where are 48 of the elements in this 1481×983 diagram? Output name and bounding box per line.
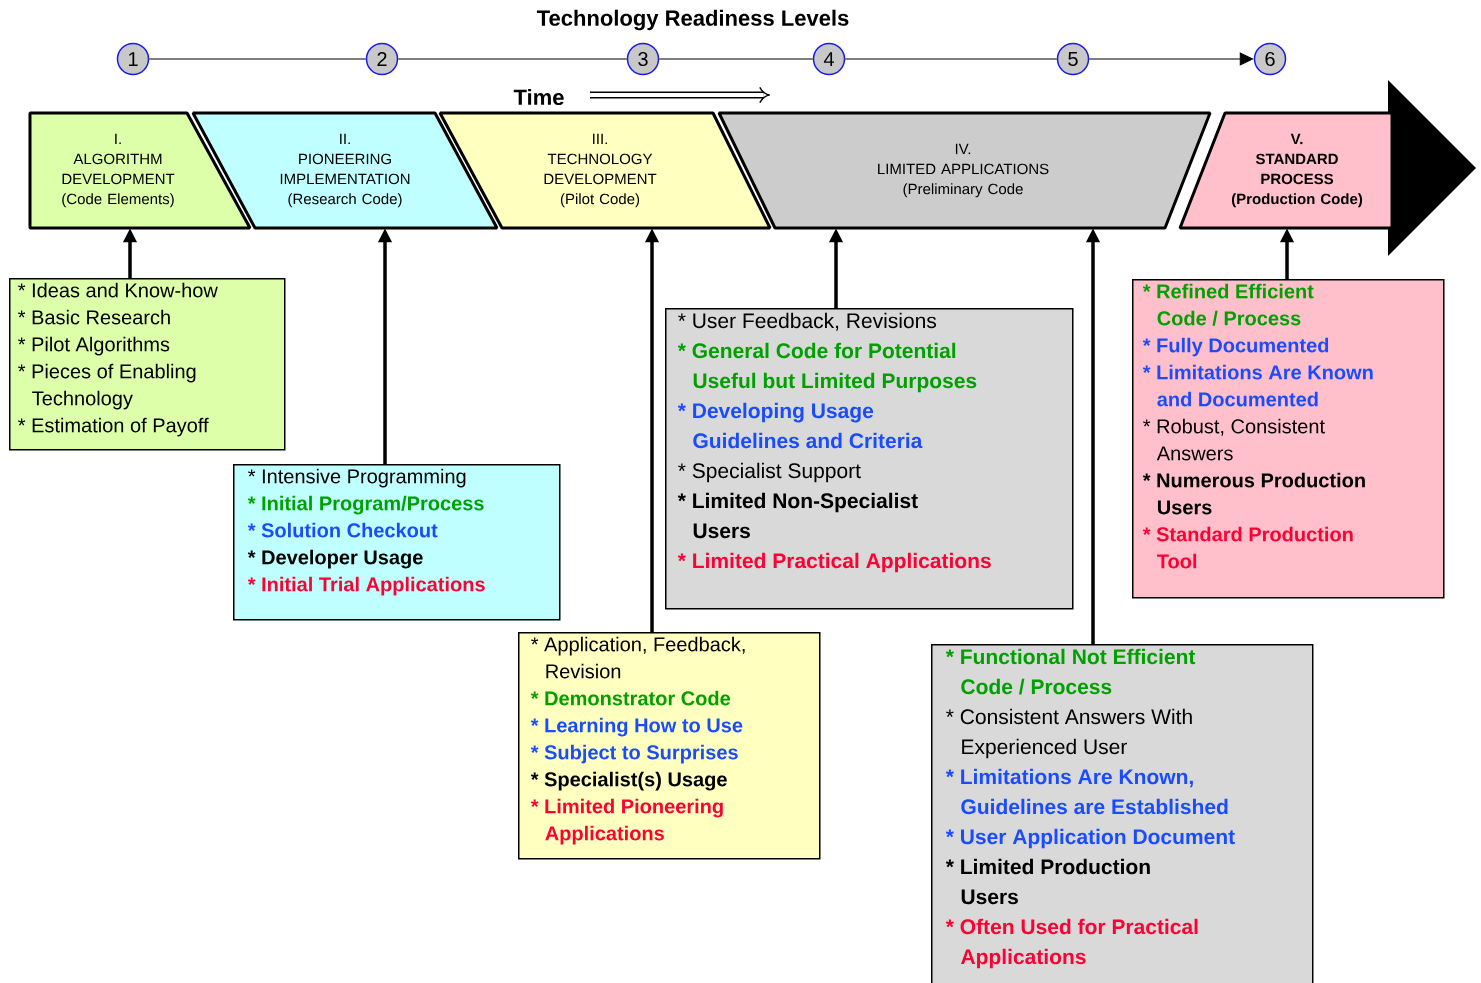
list-item: * User Feedback, Revisions <box>678 312 937 331</box>
list-item: * Pilot Algorithms <box>18 336 170 356</box>
list-item: * Pieces of Enabling Technology <box>18 363 196 410</box>
list-item: * Limited Production Users <box>945 858 1150 905</box>
list-item: * Specialist Support <box>678 462 861 483</box>
list-item: * Consistent Answers With Experienced User <box>946 708 1192 759</box>
list-item: * Fully Documented <box>1142 337 1329 357</box>
title: Technology Readiness Levels <box>536 9 849 31</box>
list-item: * Subject to Surprises <box>530 744 738 764</box>
list-item: * Refined Efficient Code / Process <box>1142 283 1314 326</box>
note-box <box>233 464 561 621</box>
list-item: * Solution Checkout <box>247 522 438 538</box>
note-box <box>518 632 821 860</box>
list-item: * Estimation of Payoff <box>18 417 209 437</box>
list-item: * Developer Usage <box>247 549 423 569</box>
list-item: * Intensive Programming <box>248 468 466 488</box>
list-item: * Learning How to Use <box>530 717 743 737</box>
phase-band: V. STANDARD PROCESS (Production Code) <box>1178 111 1394 230</box>
phase-band: II. PIONEERING IMPLEMENTATION (Research Code) <box>191 111 499 230</box>
list-item: * Numerous Production Users <box>1142 472 1365 515</box>
list-item: * Initial Trial Applications <box>247 576 485 596</box>
list-item: * Demonstrator Code <box>530 690 731 706</box>
note-box <box>931 644 1314 983</box>
arrow <box>1088 52 1254 66</box>
note-box <box>665 308 1074 610</box>
note-box <box>1132 279 1445 599</box>
time-label: Time <box>513 88 564 106</box>
list-item: * Basic Research <box>18 309 170 325</box>
list-item: * Application, Feedback, Revision <box>531 636 745 679</box>
list-item: * User Application Document <box>945 828 1235 849</box>
list-item: * Limited Practical Applications <box>677 552 991 573</box>
list-item: * Limited Pioneering Applications <box>530 798 723 845</box>
phase-band: IV. LIMITED APPLICATIONS (Preliminary Code <box>717 111 1212 230</box>
list-item: * Developing Usage Guidelines and Criteria <box>677 402 923 449</box>
note-box <box>9 278 286 451</box>
list-item: * Limitations Are Known, Guidelines are Established <box>945 768 1228 815</box>
list-item: * Initial Program/Process <box>247 495 484 515</box>
list-item: * Specialist(s) Usage <box>530 771 727 791</box>
phase-band: I. ALGORITHM DEVELOPMENT (Code Elements) <box>28 111 252 230</box>
list-item: * Often Used for Practical Applications <box>945 918 1198 969</box>
list-item: * Functional Not Efficient Code / Process <box>945 648 1196 695</box>
list-item: * Robust, Consistent Answers <box>1143 418 1325 461</box>
list-item: * Limited Non-Specialist Users <box>677 492 918 539</box>
phase-band: III. TECHNOLOGY DEVELOPMENT (Pilot Code) <box>438 111 772 230</box>
list-item: * Limitations Are Known and Documented <box>1142 364 1373 407</box>
list-item: * General Code for Potential Useful but Limited Purposes <box>677 342 977 393</box>
list-item: * Ideas and Know-how <box>18 282 218 298</box>
list-item: * Standard Production Tool <box>1142 526 1353 569</box>
